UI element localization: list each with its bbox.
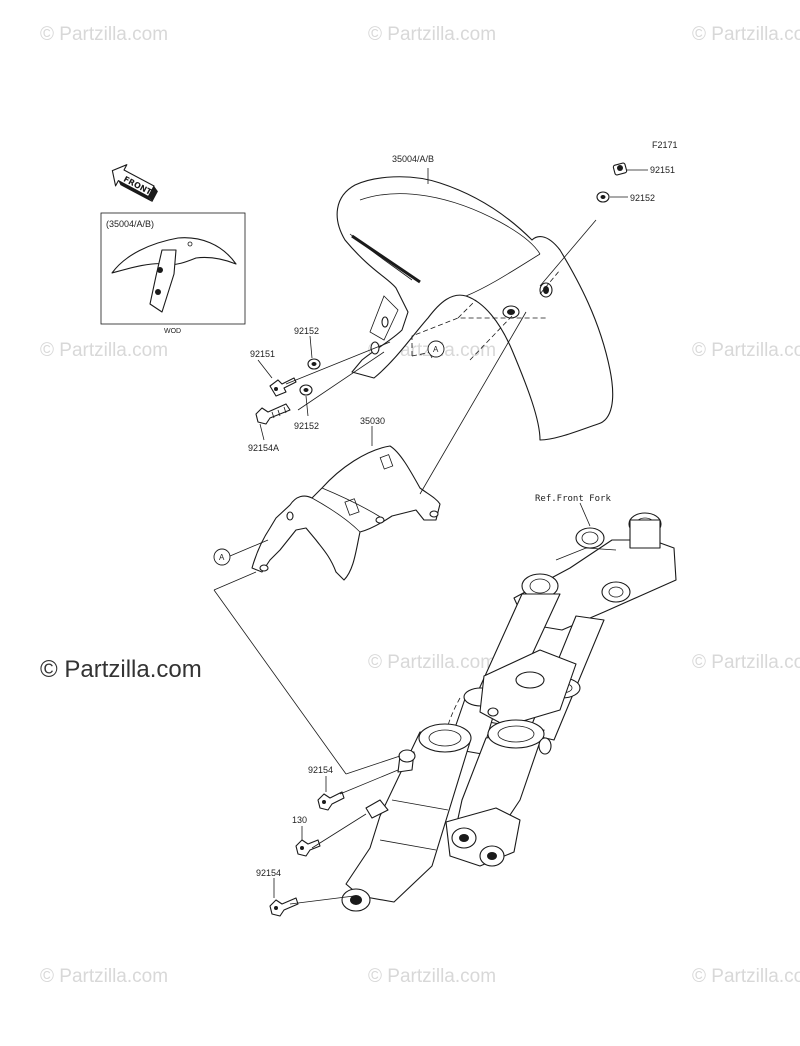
watermark: © Partzilla.com xyxy=(692,966,800,987)
part-label-bolt: 92154 xyxy=(308,765,333,775)
front-arrow-icon: FRONT xyxy=(111,164,158,203)
part-label-cover: 35030 xyxy=(360,416,385,426)
washer-icon xyxy=(596,191,610,203)
front-fork-assembly xyxy=(341,512,677,912)
part-label-bolt: 92151 xyxy=(250,349,275,359)
guide-line xyxy=(411,317,548,356)
watermark: © Partzilla.com xyxy=(40,340,168,361)
front-fender xyxy=(336,176,614,441)
watermark: © Partzilla.com xyxy=(368,24,496,45)
watermark-layer: © Partzilla.com © Partzilla.com © Partzi… xyxy=(40,24,800,987)
watermark: © Partzilla.com xyxy=(40,966,168,987)
bolt-icon xyxy=(612,162,628,176)
inset-title: (35004/A/B) xyxy=(106,219,154,229)
watermark: © Partzilla.com xyxy=(40,24,168,45)
watermark: © Partzilla.com xyxy=(368,966,496,987)
callout-letter: A xyxy=(219,553,225,562)
bolt-icon xyxy=(269,377,297,397)
part-label-fender: 35004/A/B xyxy=(392,154,434,164)
callout-a: A xyxy=(213,548,231,566)
figure-code: F2171 xyxy=(652,140,678,150)
watermark: © Partzilla.com xyxy=(692,340,800,361)
watermark: © Partzilla.com xyxy=(692,24,800,45)
inset-panel: (35004/A/B) WOD xyxy=(100,212,246,335)
guide-line xyxy=(457,299,477,319)
inset-variant: WOD xyxy=(164,328,181,335)
copyright-text: © Partzilla.com xyxy=(40,656,202,683)
fork-cover xyxy=(251,445,441,581)
watermark: © Partzilla.com xyxy=(368,652,496,673)
callout-letter: A xyxy=(433,345,439,354)
bolt-long-icon xyxy=(255,403,291,425)
part-label-bolt: 92154 xyxy=(256,868,281,878)
washer-icon xyxy=(307,358,321,370)
guide-line xyxy=(539,269,561,295)
part-label-washer: 92152 xyxy=(294,421,319,431)
part-label-bolt: 130 xyxy=(292,815,307,825)
washer-icon xyxy=(299,384,313,396)
inset-fender-drawing xyxy=(111,237,237,313)
part-label-washer: 92152 xyxy=(294,326,319,336)
bolt-icon xyxy=(269,897,299,917)
part-label-bolt: 92151 xyxy=(650,165,675,175)
bolt-icon xyxy=(317,791,345,811)
bolt-icon xyxy=(295,839,321,857)
part-label-bolt-long: 92154A xyxy=(248,443,279,453)
callout-a: A xyxy=(427,340,445,358)
guide-line xyxy=(469,315,513,361)
reference-note: Ref.Front Fork xyxy=(535,494,611,504)
watermark: © Partzilla.com xyxy=(692,652,800,673)
part-label-washer: 92152 xyxy=(630,193,655,203)
leader-lines xyxy=(213,168,648,905)
